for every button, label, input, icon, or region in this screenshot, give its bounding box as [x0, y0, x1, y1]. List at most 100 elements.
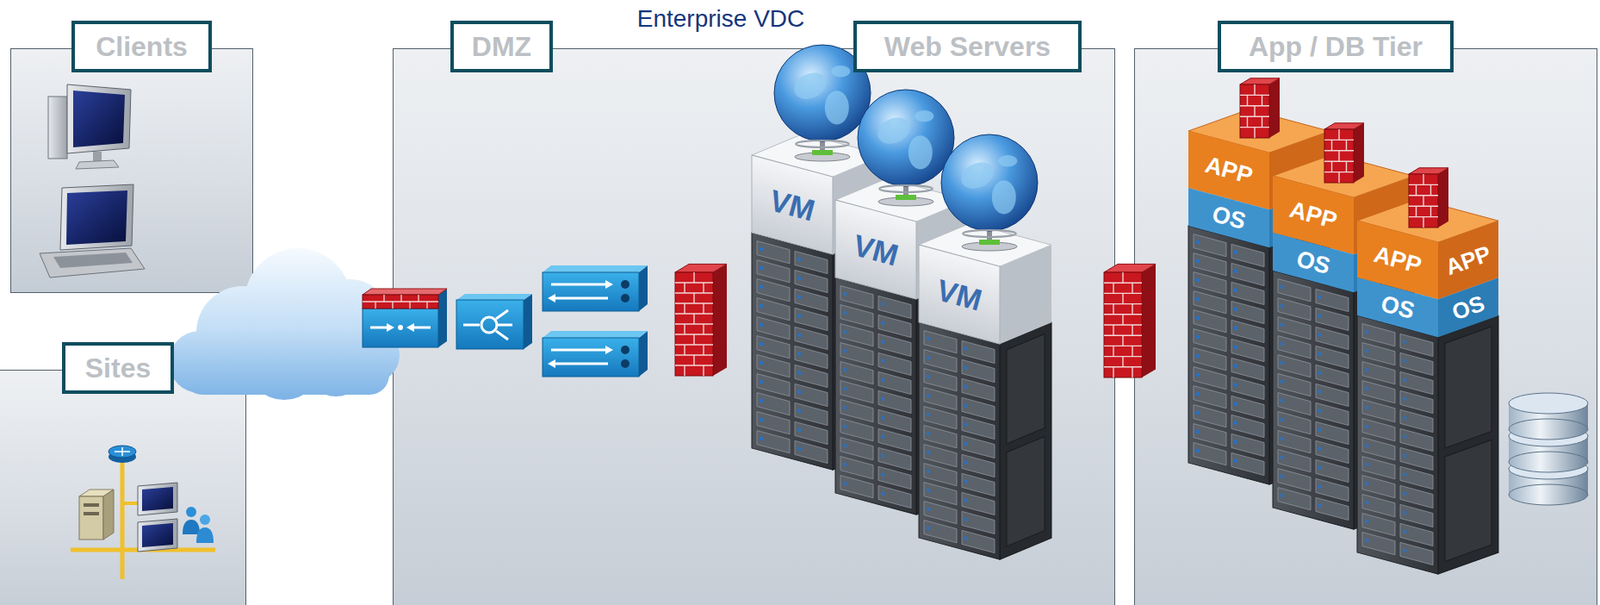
drive-slot	[1277, 411, 1311, 435]
drive-led	[797, 370, 801, 375]
vm-front	[835, 199, 917, 299]
drive-slot	[1193, 404, 1227, 428]
firewall-front	[1103, 272, 1142, 378]
drive-led	[880, 358, 885, 363]
drive-slot	[878, 446, 912, 470]
block-front	[835, 199, 917, 299]
drive-led	[964, 421, 968, 427]
app-server-stack	[1188, 78, 1499, 574]
drive-led	[1364, 328, 1369, 334]
drive-slot	[840, 304, 874, 328]
laptop-lid	[60, 184, 134, 250]
drive-slot	[1400, 409, 1433, 432]
mortar-line	[1338, 129, 1340, 140]
drive-led	[1402, 471, 1407, 477]
drive-slot	[756, 411, 790, 435]
firewall-icon	[675, 263, 727, 376]
block-front	[1188, 130, 1270, 248]
drive-led	[1280, 284, 1284, 289]
drive-led	[843, 442, 847, 447]
os-band	[1357, 277, 1439, 337]
drive-slot	[1277, 468, 1311, 491]
mortar-line	[1122, 272, 1123, 283]
mortar-line	[683, 323, 685, 335]
drive-led	[926, 468, 931, 473]
drive-slot	[1362, 494, 1396, 517]
drive-slot	[878, 390, 912, 413]
block-front	[1357, 220, 1439, 337]
mortar-line	[1261, 94, 1263, 106]
drive-led	[1402, 377, 1407, 382]
drive-slot	[756, 354, 790, 378]
mortar-line	[1253, 127, 1255, 138]
switch-top	[542, 265, 648, 273]
drive-led	[1196, 277, 1200, 282]
drive-led	[843, 347, 847, 353]
drive-slot	[878, 314, 912, 337]
drive-led	[1234, 439, 1238, 444]
mortar-line	[417, 294, 419, 302]
web-server-stack	[751, 44, 1052, 559]
firewall-icon	[1408, 167, 1449, 228]
mortar-line	[362, 300, 439, 302]
mortar-line	[693, 354, 695, 366]
db-disc-bottom	[1508, 483, 1588, 505]
drive-led	[1402, 452, 1407, 458]
drive-led	[1402, 358, 1407, 363]
drive-led	[926, 373, 931, 379]
rack-front-face	[1188, 225, 1270, 484]
person-body	[182, 519, 200, 534]
rack-front-face	[1357, 315, 1439, 574]
globe-sphere	[941, 134, 1038, 231]
drive-slot	[1315, 496, 1349, 520]
drive-slot	[1193, 328, 1227, 352]
drive-slot	[794, 402, 828, 425]
drive-slot	[1231, 319, 1265, 342]
drive-led	[926, 506, 931, 511]
drive-led	[1196, 409, 1200, 415]
os-band	[1272, 232, 1354, 292]
block-front	[751, 155, 833, 255]
drive-led	[797, 294, 801, 299]
globe-land	[908, 135, 933, 169]
drive-led	[1196, 315, 1200, 320]
mortar-line	[1122, 356, 1123, 367]
drive-slot	[1231, 281, 1265, 304]
mortar-line	[391, 301, 393, 309]
vm-block	[918, 223, 1052, 344]
server-rack	[1357, 315, 1499, 574]
drive-slot	[1362, 418, 1396, 441]
drive-led	[797, 275, 801, 280]
mortar-line	[683, 365, 685, 376]
drive-slot	[840, 323, 874, 347]
drive-led	[843, 461, 847, 466]
drive-led	[1234, 420, 1238, 425]
drive-slot	[1362, 380, 1396, 404]
drive-led	[964, 535, 968, 540]
drive-slot	[840, 399, 874, 422]
firewall-side	[1269, 78, 1280, 138]
lan-trunk	[120, 458, 125, 579]
db-disc-bottom	[1508, 418, 1588, 440]
drive-led	[797, 446, 801, 451]
mortar-line	[1331, 161, 1333, 172]
mortar-line	[683, 303, 685, 314]
drive-slot	[1231, 395, 1265, 418]
rack-side-face	[999, 322, 1052, 559]
globe-ring	[795, 140, 850, 148]
drive-slot	[961, 396, 995, 420]
drive-slot	[1193, 253, 1227, 276]
laptop-base	[39, 248, 145, 278]
drive-led	[1280, 359, 1284, 365]
mortar-line	[693, 313, 695, 324]
drive-led	[1280, 492, 1284, 497]
arrow-head	[547, 359, 556, 368]
firewall-side	[1141, 263, 1156, 378]
drive-led	[964, 365, 968, 370]
drive-led	[1364, 442, 1369, 447]
drive-slot	[840, 285, 874, 309]
drive-led	[1318, 294, 1322, 299]
tier-heading-tab: Clients	[71, 20, 212, 73]
mortar-line	[1422, 173, 1424, 185]
rack-front-face	[918, 322, 1000, 559]
